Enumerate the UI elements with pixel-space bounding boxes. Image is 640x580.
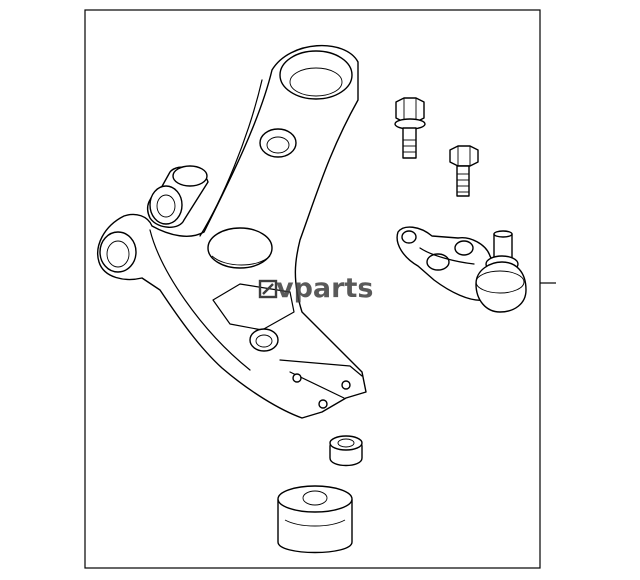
ball-joint	[396, 226, 527, 313]
front-bushing	[146, 165, 209, 228]
bolt-large	[394, 97, 426, 159]
front-eye	[99, 231, 137, 273]
diagram-frame	[84, 9, 541, 569]
rear-bushing	[277, 485, 353, 554]
arm-recess	[212, 283, 295, 331]
parts-logo-icon	[258, 279, 278, 299]
bolt-small	[449, 145, 479, 197]
watermark-text: vparts	[276, 273, 373, 304]
center-hole	[207, 227, 273, 269]
watermark: vparts	[258, 273, 373, 304]
lower-arm-hole	[249, 328, 279, 352]
lower-control-arm	[97, 44, 367, 419]
small-bushing	[329, 435, 363, 467]
top-bushing-eye	[279, 50, 353, 100]
